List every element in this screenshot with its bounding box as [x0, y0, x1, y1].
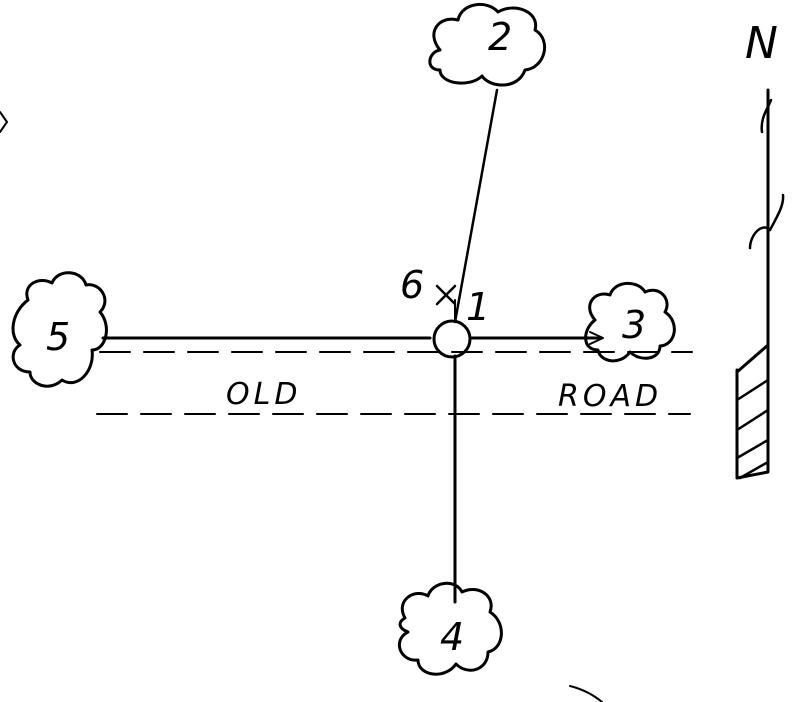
- stray-mark: [0, 111, 8, 133]
- spoke-arrowhead: [589, 331, 604, 345]
- road-label-road: ROAD: [558, 379, 662, 414]
- plot-5-label: 5: [46, 315, 70, 359]
- center-label: 1: [466, 285, 490, 329]
- plot-4-label: 4: [440, 615, 464, 659]
- marker-label: 6: [400, 263, 424, 307]
- plot-5-cloud: [11, 271, 108, 388]
- road-label-old: OLD: [226, 377, 301, 412]
- plot-3-label: 3: [622, 303, 646, 347]
- plot-2-label: 2: [488, 15, 512, 59]
- plot-2-cloud: [428, 3, 546, 87]
- north-arrow-break: [748, 193, 785, 250]
- plot-4-cloud: [397, 581, 503, 676]
- north-label: N: [745, 18, 778, 69]
- marker-cross: [435, 284, 457, 306]
- center-point: [432, 319, 472, 359]
- north-arrow-tick: [760, 98, 773, 134]
- stray-curve: [569, 685, 603, 702]
- spoke-to-plot-2: [453, 88, 499, 324]
- north-arrow-hatched-base: [735, 343, 770, 480]
- plot-3-cloud: [584, 281, 676, 363]
